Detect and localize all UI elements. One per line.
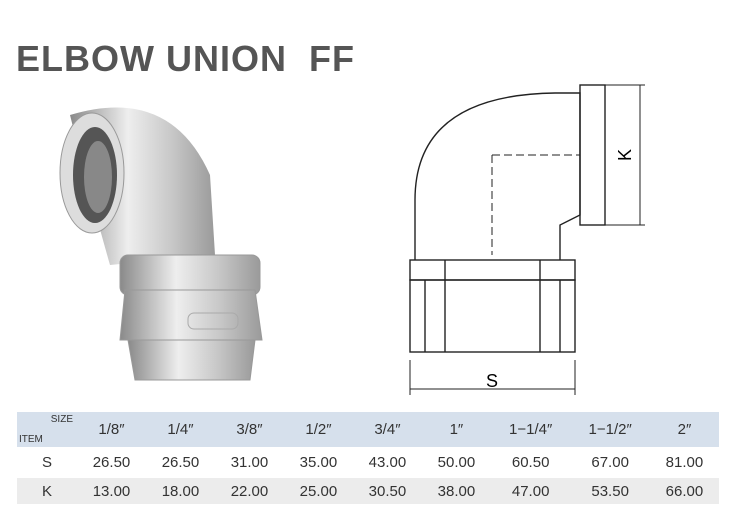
page-title: ELBOW UNION FF: [16, 38, 355, 79]
elbow-union-photo: [59, 107, 263, 381]
value-cell: 26.50: [92, 454, 131, 471]
size-header: 1/4″: [167, 421, 194, 438]
item-cell: S: [41, 454, 52, 471]
value-cell: 50.00: [437, 454, 476, 471]
value-cell: 43.00: [368, 454, 407, 471]
size-header: 1″: [449, 421, 464, 438]
dimension-drawing: S K: [409, 84, 645, 395]
item-label: ITEM: [19, 434, 43, 445]
size-header: 1/8″: [98, 421, 125, 438]
size-label: SIZE: [50, 414, 73, 425]
value-cell: 30.50: [368, 482, 407, 500]
table-header-row: SIZE ITEM 1/8″ 1/4″ 3/8″ 1/2″ 3/4″ 1″ 1−1…: [17, 412, 719, 447]
table-row: S 26.50 26.50 31.00 35.00 43.00 50.00 60…: [17, 447, 719, 478]
value-cell: 67.00: [591, 454, 629, 471]
value-cell: 38.00: [437, 482, 476, 500]
size-header: 1−1/2″: [588, 421, 632, 438]
value-cell: 31.00: [230, 454, 269, 471]
table-row: K 13.00 18.00 22.00 25.00 30.50 38.00 47…: [17, 478, 719, 504]
value-cell: 60.50: [511, 454, 550, 471]
dimension-s-label: S: [486, 371, 498, 391]
size-header: 3/4″: [374, 421, 401, 438]
value-cell: 66.00: [665, 482, 704, 500]
item-cell: K: [41, 482, 52, 500]
size-header: 2″: [677, 421, 692, 438]
value-cell: 25.00: [299, 482, 338, 500]
size-header: 1−1/4″: [509, 421, 553, 438]
value-cell: 22.00: [230, 482, 269, 500]
value-cell: 53.50: [591, 482, 629, 500]
value-cell: 13.00: [92, 482, 131, 500]
table-corner: SIZE ITEM: [17, 412, 77, 447]
size-header: 3/8″: [236, 421, 263, 438]
size-table: SIZE ITEM 1/8″ 1/4″ 3/8″ 1/2″ 3/4″ 1″ 1−1…: [17, 412, 719, 504]
value-cell: 47.00: [511, 482, 550, 500]
value-cell: 81.00: [665, 454, 704, 471]
size-header: 1/2″: [305, 421, 332, 438]
value-cell: 35.00: [299, 454, 338, 471]
value-cell: 26.50: [161, 454, 200, 471]
value-cell: 18.00: [161, 482, 200, 500]
dimension-k-label: K: [615, 149, 635, 161]
